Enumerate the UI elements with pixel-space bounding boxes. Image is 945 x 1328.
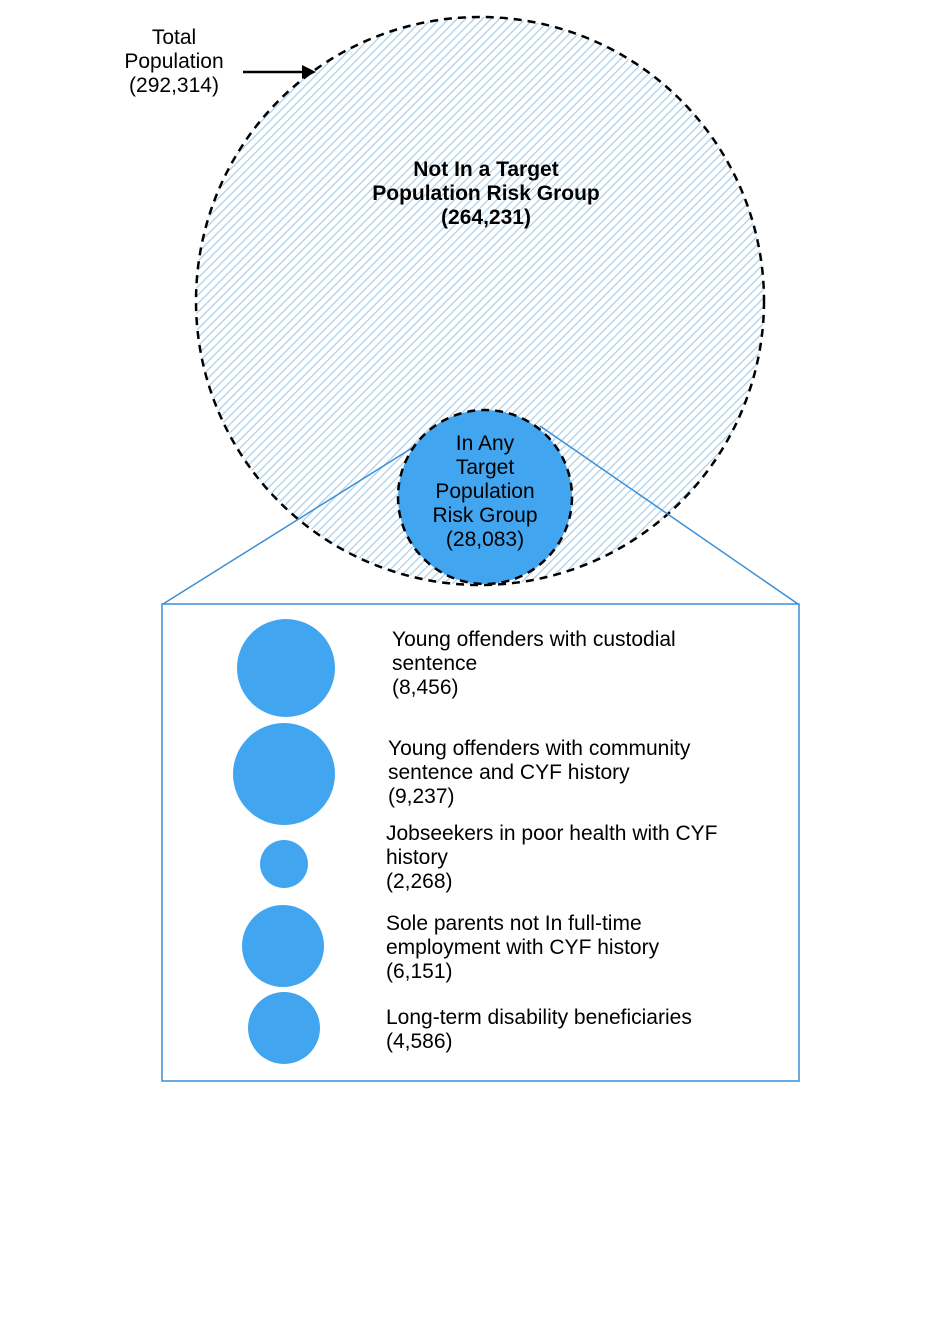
group-label-jobseekers: Jobseekers in poor health with CYF histo… <box>386 822 718 893</box>
not-in-risk-group-label: Not In a Target Population Risk Group (2… <box>372 158 600 229</box>
zoom-connector-right <box>539 425 799 605</box>
group-label-disability: Long-term disability beneficiaries (4,58… <box>386 1006 692 1053</box>
group-label-custodial: Young offenders with custodial sentence … <box>392 628 676 699</box>
group-bubble-disability <box>248 992 320 1064</box>
in-risk-group-label: In Any Target Population Risk Group (28,… <box>432 432 538 551</box>
arrow-head-icon <box>302 65 316 79</box>
group-label-sole-parents: Sole parents not In full-time employment… <box>386 912 660 983</box>
total-population-label: Total Population (292,314) <box>124 26 224 97</box>
zoom-connector-left <box>162 432 437 605</box>
group-bubble-jobseekers <box>260 840 308 888</box>
risk-group-circle <box>396 408 574 586</box>
total-population-circle <box>194 15 766 587</box>
group-bubble-sole-parents <box>242 905 324 987</box>
group-bubble-community <box>233 723 335 825</box>
group-label-community: Young offenders with community sentence … <box>388 737 691 808</box>
group-bubble-custodial <box>237 619 335 717</box>
